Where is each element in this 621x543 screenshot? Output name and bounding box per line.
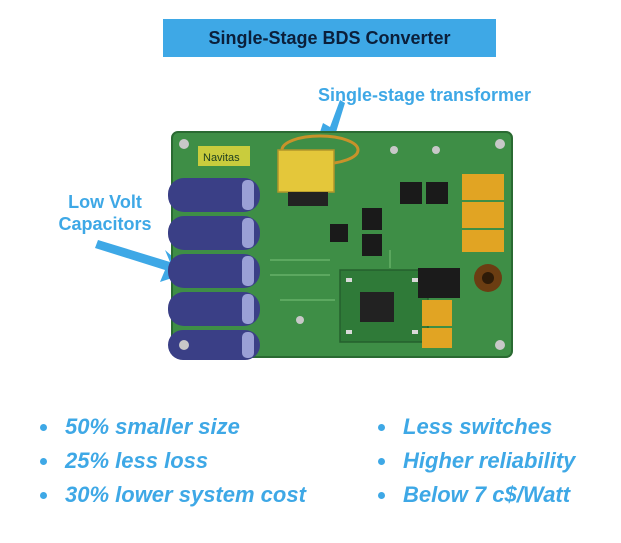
title-banner: Single-Stage BDS Converter [163, 19, 496, 57]
capacitor-bank [168, 178, 260, 360]
board-brand-label: Navitas [203, 152, 240, 164]
bullet-dot-icon [378, 423, 385, 431]
switch-ic [426, 182, 448, 204]
switch-ic [400, 182, 422, 204]
bullet-text: 30% lower system cost [65, 482, 306, 507]
transformer [277, 134, 360, 206]
bullet-text: 50% smaller size [65, 414, 240, 439]
bullet-text: Less switches [403, 414, 553, 439]
switch-ic [362, 234, 382, 256]
bullet-dot-icon [40, 423, 47, 431]
capacitor [168, 330, 260, 360]
switch-ic [330, 224, 348, 242]
bullet-text: 25% less loss [65, 448, 209, 473]
output-inductors [418, 174, 504, 348]
capacitor [168, 178, 260, 212]
capacitor [168, 292, 260, 326]
bullet-item: 25% less loss [40, 444, 306, 478]
callout-low-volt-line1: Low Volt [68, 192, 142, 212]
capacitor [168, 254, 260, 288]
bullet-dot-icon [40, 457, 47, 465]
bullet-item: 30% lower system cost [40, 478, 306, 512]
callout-transformer: Single-stage transformer [318, 85, 532, 105]
bullet-item: Less switches [378, 410, 575, 444]
title-text: Single-Stage BDS Converter [208, 27, 451, 48]
bullets-left-column: 50% smaller size 25% less loss 30% lower… [40, 410, 306, 512]
bullet-dot-icon [40, 491, 47, 499]
bullet-dot-icon [378, 457, 385, 465]
callout-low-volt-capacitors: Low Volt Capacitors [45, 191, 165, 235]
controller-chip [360, 292, 394, 322]
bullet-text: Below 7 c$/Watt [403, 482, 571, 507]
callout-low-volt-line2: Capacitors [58, 214, 152, 234]
bullets-right-column: Less switches Higher reliability Below 7… [378, 410, 575, 512]
capacitor [168, 216, 260, 250]
benefit-bullets: 50% smaller size 25% less loss 30% lower… [0, 410, 621, 530]
pcb-board-photo: Navitas [150, 110, 520, 380]
bullet-dot-icon [378, 491, 385, 499]
bullet-item: Below 7 c$/Watt [378, 478, 575, 512]
switch-ic [362, 208, 382, 230]
bullet-item: 50% smaller size [40, 410, 306, 444]
bullet-item: Higher reliability [378, 444, 575, 478]
bullet-text: Higher reliability [403, 448, 576, 473]
